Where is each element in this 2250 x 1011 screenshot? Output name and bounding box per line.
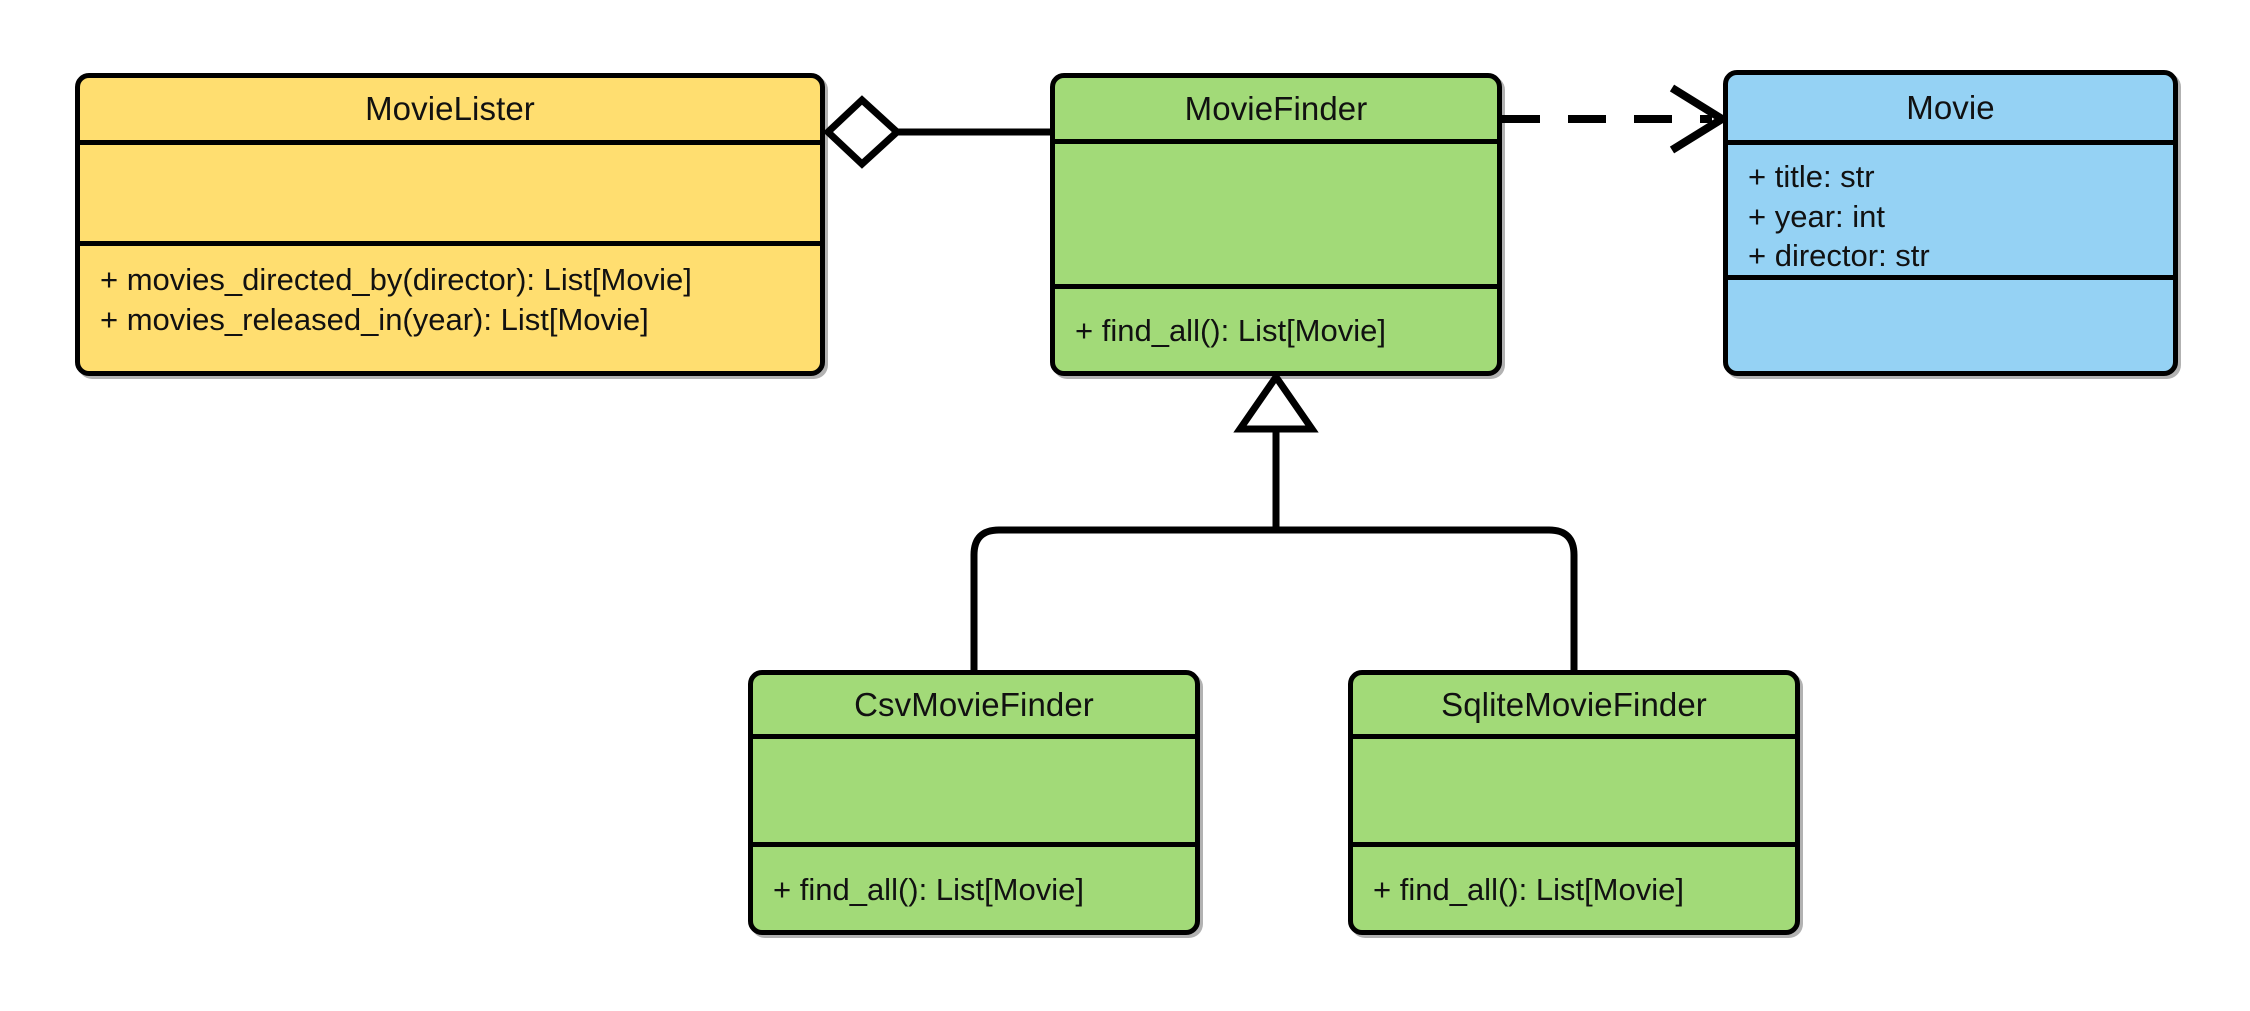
- operation-item: + movies_directed_by(director): List[Mov…: [100, 262, 692, 297]
- operation-item: + find_all(): List[Movie]: [1373, 871, 1684, 907]
- attribute-item: + year: int: [1748, 198, 1885, 234]
- generalization-branch-csv: [970, 526, 1276, 670]
- operation-item: + find_all(): List[Movie]: [773, 871, 1084, 907]
- class-box-movie[interactable]: Movie + title: str + year: int + directo…: [1723, 70, 2178, 376]
- class-attributes-movielister: [80, 145, 820, 246]
- class-name-movie: Movie: [1728, 75, 2173, 145]
- generalization-tree-to-moviefinder: [970, 370, 1578, 670]
- operation-item: + find_all(): List[Movie]: [1075, 313, 1386, 349]
- class-attributes-csvmoviefinder: [753, 739, 1195, 847]
- hollow-diamond-icon: [822, 95, 903, 169]
- class-operations-sqlitemoviefinder: + find_all(): List[Movie]: [1353, 847, 1795, 930]
- class-operations-moviefinder: + find_all(): List[Movie]: [1055, 289, 1497, 371]
- class-attributes-movie: + title: str + year: int + director: str: [1728, 145, 2173, 280]
- class-name-movielister: MovieLister: [80, 78, 820, 145]
- class-operations-csvmoviefinder: + find_all(): List[Movie]: [753, 847, 1195, 930]
- hollow-triangle-icon: [1233, 370, 1319, 433]
- aggregation-movielister-moviefinder: [822, 95, 1050, 169]
- dependency-moviefinder-movie: [1502, 84, 1730, 154]
- generalization-branch-sqlite: [1276, 526, 1578, 670]
- attribute-item: + director: str: [1748, 238, 1930, 274]
- class-name-moviefinder: MovieFinder: [1055, 78, 1497, 144]
- open-arrow-icon: [1669, 84, 1730, 154]
- class-box-csvmoviefinder[interactable]: CsvMovieFinder + find_all(): List[Movie]: [748, 670, 1200, 935]
- class-attributes-sqlitemoviefinder: [1353, 739, 1795, 847]
- operation-item: + movies_released_in(year): List[Movie]: [100, 301, 649, 337]
- class-box-movielister[interactable]: MovieLister + movies_directed_by(directo…: [75, 73, 825, 376]
- class-operations-movielister: + movies_directed_by(director): List[Mov…: [80, 246, 820, 371]
- class-attributes-moviefinder: [1055, 144, 1497, 289]
- class-operations-movie: [1728, 280, 2173, 371]
- class-box-moviefinder[interactable]: MovieFinder + find_all(): List[Movie]: [1050, 73, 1502, 376]
- class-name-sqlitemoviefinder: SqliteMovieFinder: [1353, 675, 1795, 739]
- class-box-sqlitemoviefinder[interactable]: SqliteMovieFinder + find_all(): List[Mov…: [1348, 670, 1800, 935]
- attribute-item: + title: str: [1748, 159, 1875, 194]
- class-name-csvmoviefinder: CsvMovieFinder: [753, 675, 1195, 739]
